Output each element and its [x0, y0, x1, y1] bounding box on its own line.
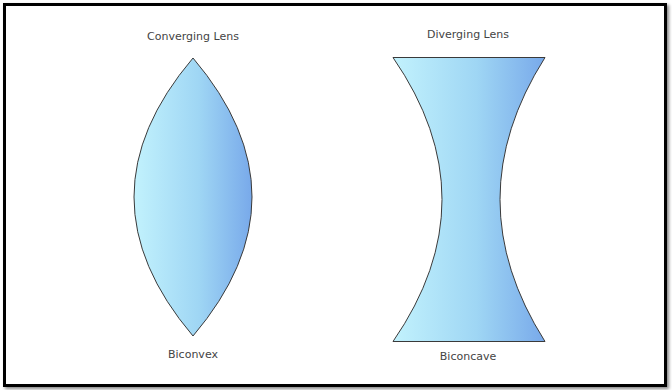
- lens-shape: [113, 57, 273, 337]
- lens-title: Converging Lens: [147, 30, 239, 44]
- lens-outline: [134, 58, 252, 336]
- lens-type: Biconcave: [440, 350, 496, 364]
- picture-frame: [3, 3, 667, 387]
- converging-lens: Converging LensBiconvex: [113, 30, 273, 362]
- diverging-lens: Diverging LensBiconcave: [378, 28, 558, 364]
- lens-type: Biconvex: [168, 348, 218, 362]
- lens-outline: [393, 58, 545, 342]
- lens-title: Diverging Lens: [427, 28, 509, 42]
- lens-shape: [378, 57, 558, 342]
